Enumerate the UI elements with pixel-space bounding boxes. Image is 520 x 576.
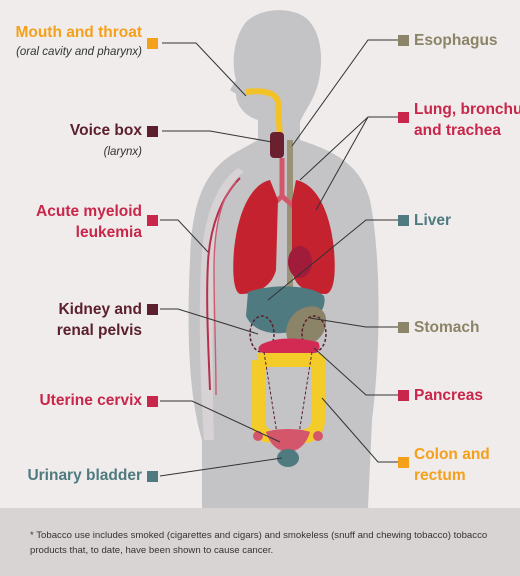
label-stomach: Stomach xyxy=(414,318,479,337)
marker-liver xyxy=(398,215,409,226)
marker-bladder xyxy=(147,471,158,482)
leader-voice xyxy=(162,131,272,142)
footnote-text: * Tobacco use includes smoked (cigarette… xyxy=(30,528,500,558)
marker-kidney xyxy=(147,304,158,315)
ovary-left xyxy=(253,431,263,441)
heart-shape xyxy=(288,246,312,278)
marker-stomach xyxy=(398,322,409,333)
ovary-right xyxy=(313,431,323,441)
label-aml-1: Acute myeloid xyxy=(0,202,142,221)
marker-lung xyxy=(398,112,409,123)
label-mouth-throat: Mouth and throat xyxy=(0,23,142,42)
marker-pancreas xyxy=(398,390,409,401)
label-esophagus: Esophagus xyxy=(414,31,498,50)
label-kidney-1: Kidney and xyxy=(0,300,142,319)
label-colon-2: rectum xyxy=(414,466,466,485)
label-colon-1: Colon and xyxy=(414,445,490,464)
label-lung-2: and trachea xyxy=(414,121,501,140)
label-lung-1: Lung, bronchus, xyxy=(414,100,520,119)
marker-aml xyxy=(147,215,158,226)
label-liver: Liver xyxy=(414,211,451,230)
marker-cervix xyxy=(147,396,158,407)
footnote-panel: * Tobacco use includes smoked (cigarette… xyxy=(0,508,520,576)
label-mouth-throat-sub: (oral cavity and pharynx) xyxy=(0,46,142,58)
marker-voice xyxy=(147,126,158,137)
marker-mouth xyxy=(147,38,158,49)
label-bladder: Urinary bladder xyxy=(0,466,142,485)
marker-colon xyxy=(398,457,409,468)
marker-esophagus xyxy=(398,35,409,46)
label-cervix: Uterine cervix xyxy=(0,391,142,410)
label-voice-box: Voice box xyxy=(0,121,142,140)
label-pancreas: Pancreas xyxy=(414,386,483,405)
label-kidney-2: renal pelvis xyxy=(0,321,142,340)
label-aml-2: leukemia xyxy=(0,223,142,242)
larynx-organ xyxy=(270,132,284,158)
label-voice-box-sub: (larynx) xyxy=(0,146,142,158)
